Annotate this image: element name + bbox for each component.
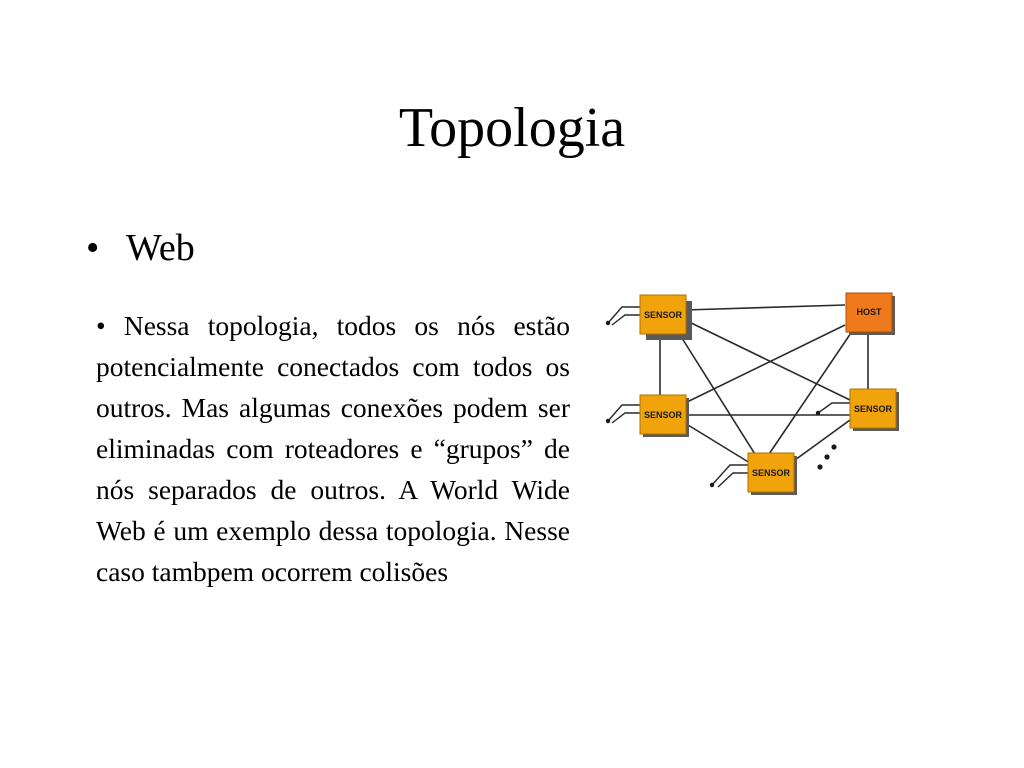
- link-sensor2-sensor4: [687, 424, 751, 464]
- body-paragraph: • Nessa topologia, todos os nós estão po…: [96, 305, 570, 592]
- node-sensor-3: SENSOR: [849, 388, 899, 431]
- lead-wire: [817, 402, 850, 414]
- link-sensor1-sensor4: [679, 334, 766, 471]
- node-label: SENSOR: [854, 404, 893, 414]
- node-sensor-4: SENSOR: [747, 452, 797, 495]
- continuation-dots: [817, 444, 837, 470]
- network-diagram: SENSOR HOST SENSOR SENSOR SENSOR: [605, 292, 899, 495]
- bullet-dot: •: [86, 227, 100, 269]
- node-label: HOST: [856, 307, 882, 317]
- wire-ends: [605, 320, 821, 488]
- node-host: HOST: [845, 292, 895, 335]
- link-host-sensor2: [684, 324, 846, 404]
- lead-wire: [611, 314, 640, 326]
- link-host-sensor4: [764, 326, 856, 461]
- link-sensor1-host: [684, 304, 846, 311]
- link-sensor1-sensor3: [684, 319, 851, 401]
- node-label: SENSOR: [752, 468, 791, 478]
- lead-wire: [611, 412, 640, 424]
- node-label: SENSOR: [644, 310, 683, 320]
- link-sensor4-sensor3: [794, 419, 851, 461]
- continuation-dot: [824, 454, 830, 460]
- lead-wires: [607, 306, 850, 488]
- wire-end: [605, 320, 611, 326]
- main-bullet-label: Web: [126, 227, 195, 269]
- body-text: Nessa topologia, todos os nós estão pote…: [96, 310, 570, 587]
- wire-end: [709, 482, 715, 488]
- wire-end: [605, 418, 611, 424]
- lead-wire: [711, 464, 748, 486]
- sub-bullet-dot: •: [96, 310, 124, 341]
- wire-end: [815, 410, 821, 416]
- slide-title: Topologia: [398, 97, 626, 159]
- continuation-dot: [831, 444, 837, 450]
- lead-wire: [607, 306, 640, 324]
- lead-wire: [607, 404, 640, 422]
- node-sensor-1: SENSOR: [639, 294, 692, 340]
- main-bullet: • Web: [86, 226, 195, 272]
- node-sensor-2: SENSOR: [639, 394, 689, 437]
- node-label: SENSOR: [644, 410, 683, 420]
- connections: [659, 304, 869, 471]
- continuation-dot: [817, 464, 823, 470]
- lead-wire: [717, 472, 748, 488]
